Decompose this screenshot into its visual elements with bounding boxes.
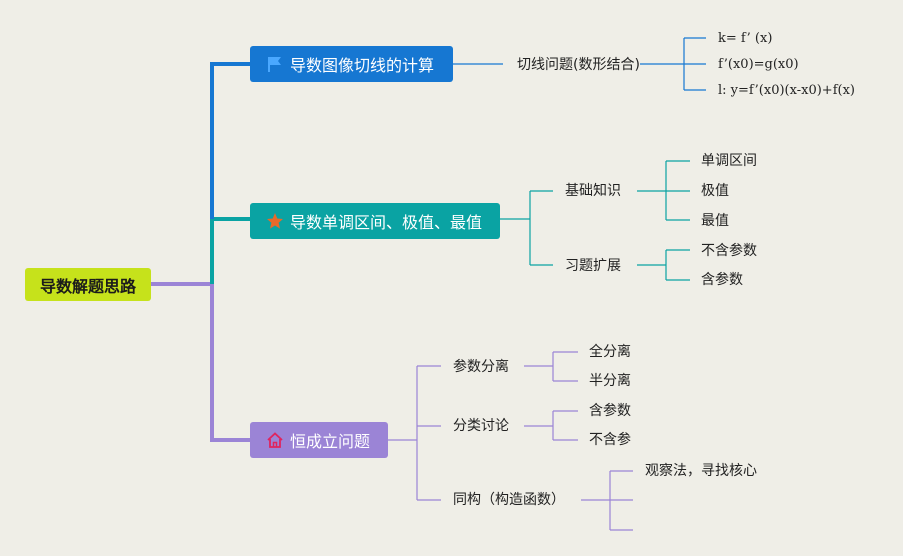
connector-root-blue [210, 62, 250, 219]
sub-node-parameter-separation[interactable]: 参数分离 [453, 359, 509, 375]
branch-node-tangent[interactable]: 导数图像切线的计算 [250, 46, 453, 82]
sub-node-isomorphism[interactable]: 同构（构造函数） [453, 492, 565, 508]
branch-label: 导数图像切线的计算 [290, 56, 435, 75]
leaf-max-min[interactable]: 最值 [701, 213, 729, 229]
leaf-with-parameter[interactable]: 含参数 [589, 403, 631, 419]
connector-b2-subs [500, 190, 553, 266]
leaf-half-separation[interactable]: 半分离 [589, 373, 631, 389]
flag-icon [266, 55, 284, 73]
branch-node-always-holds[interactable]: 恒成立问题 [250, 422, 388, 458]
leaf-extremum[interactable]: 极值 [701, 183, 729, 199]
leaf-without-parameter[interactable]: 不含参 [589, 432, 631, 448]
branch-node-monotonic-extrema[interactable]: 导数单调区间、极值、最值 [250, 203, 500, 239]
leaf-full-separation[interactable]: 全分离 [589, 344, 631, 360]
connector-root-teal [210, 217, 250, 284]
leaf-tangent-line-equation[interactable]: l: y=f’(x0)(x-x0)+f(x) [718, 83, 855, 98]
home-icon [266, 431, 284, 449]
leaf-observation-method[interactable]: 观察法，寻找核心 [645, 463, 757, 479]
connector-b3-leaves-3 [581, 470, 633, 531]
connector-b3-leaves-1 [524, 351, 578, 382]
sub-node-basic-knowledge[interactable]: 基础知识 [565, 183, 621, 199]
branch-label: 导数单调区间、极值、最值 [290, 213, 483, 232]
connector-b2-leaves-1 [637, 160, 690, 221]
sub-node-case-discussion[interactable]: 分类讨论 [453, 418, 509, 434]
sub-node-exercise-extension[interactable]: 习题扩展 [565, 258, 621, 274]
leaf-slope-formula[interactable]: k= f’ (x) [718, 31, 773, 46]
connector-b3-subs [388, 365, 441, 501]
leaf-without-parameter[interactable]: 不含参数 [701, 243, 757, 259]
sub-node-tangent-problem[interactable]: 切线问题(数形结合) [517, 57, 640, 73]
branch-label: 恒成立问题 [290, 432, 371, 451]
connector-root-purple [151, 282, 250, 442]
star-icon [266, 212, 284, 230]
leaf-with-parameter[interactable]: 含参数 [701, 272, 743, 288]
connector-b2-leaves-2 [637, 249, 690, 281]
connector-b3-leaves-2 [524, 410, 578, 441]
leaf-monotonic-interval[interactable]: 单调区间 [701, 153, 757, 169]
root-node[interactable]: 导数解题思路 [25, 268, 151, 301]
leaf-derivative-equation[interactable]: f’(x0)=g(x0) [718, 57, 799, 72]
connector-b1-leaves [640, 37, 706, 91]
